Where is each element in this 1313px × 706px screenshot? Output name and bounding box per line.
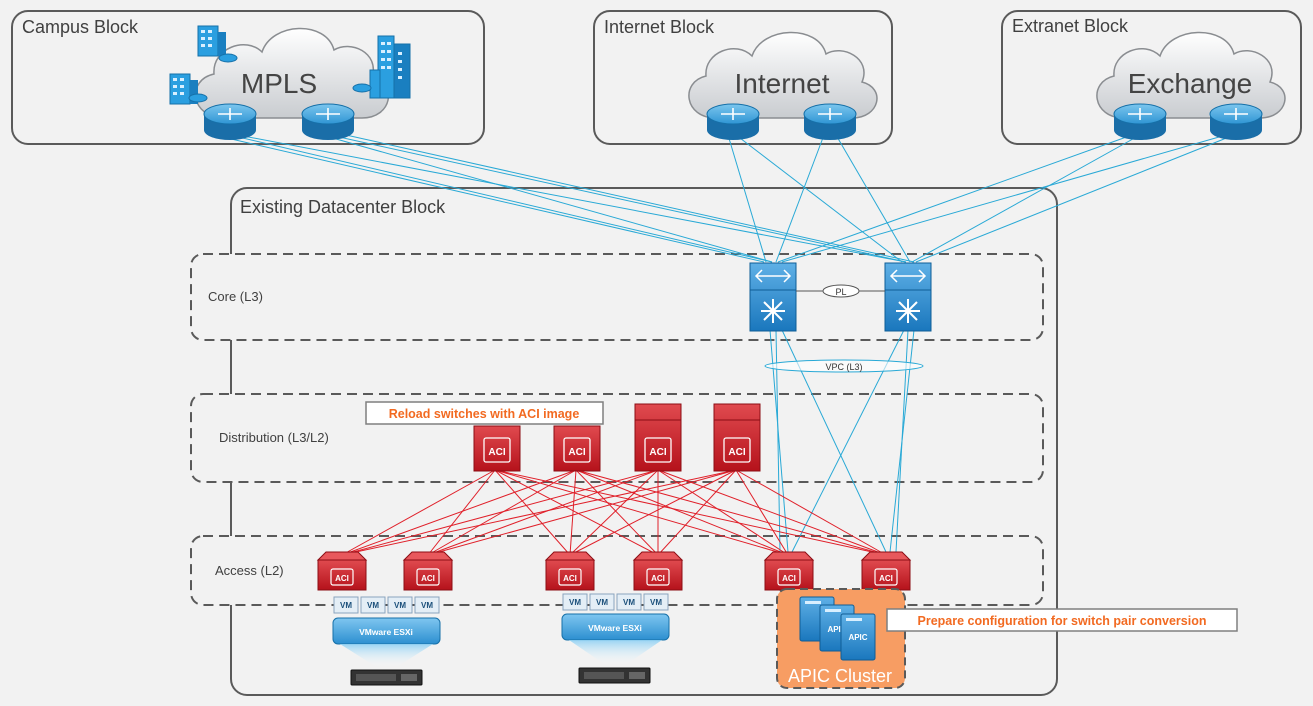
aci-switch-icon: ACI xyxy=(634,403,682,472)
svg-text:ACI: ACI xyxy=(782,574,796,583)
extranet-block-title: Extranet Block xyxy=(1012,16,1129,36)
esxi-label: VMware ESXi xyxy=(359,627,413,637)
svg-text:ACI: ACI xyxy=(649,447,666,458)
esxi-label: VMware ESXi xyxy=(588,623,642,633)
internet-block-title: Internet Block xyxy=(604,17,715,37)
core-switch-icon xyxy=(749,262,797,332)
building-icon xyxy=(169,73,208,105)
router-icon xyxy=(301,103,355,140)
vm-chips: VM VM VM VM xyxy=(333,596,440,614)
aci-switch-icon: ACI xyxy=(473,425,521,472)
esxi-host: VM VM VM VM VMware ESXi xyxy=(561,593,670,684)
vm-label: VM xyxy=(394,601,406,610)
aci-switch-icon: ACI xyxy=(632,551,684,591)
distribution-layer-label: Distribution (L3/L2) xyxy=(219,430,329,445)
peer-link: PL xyxy=(796,284,885,298)
datacenter-block-title: Existing Datacenter Block xyxy=(240,197,446,217)
apic-cluster-title: APIC Cluster xyxy=(788,666,892,686)
server-icon xyxy=(350,669,423,686)
svg-text:ACI: ACI xyxy=(879,574,893,583)
vm-label: VM xyxy=(340,601,352,610)
svg-text:ACI: ACI xyxy=(651,574,665,583)
prepare-callout: Prepare configuration for switch pair co… xyxy=(886,608,1238,632)
svg-text:ACI: ACI xyxy=(335,574,349,583)
exchange-cloud: Exchange xyxy=(1096,31,1286,119)
distribution-layer: Distribution (L3/L2) xyxy=(190,393,1044,483)
distribution-access-links xyxy=(341,469,887,556)
svg-text:APIC: APIC xyxy=(848,633,867,642)
aci-switch-icon: ACI xyxy=(316,551,368,591)
wan-links xyxy=(213,134,1235,263)
svg-text:ACI: ACI xyxy=(421,574,435,583)
aci-switch-icon: ACI xyxy=(763,551,815,591)
reload-callout: Reload switches with ACI image xyxy=(365,401,604,425)
server-icon xyxy=(578,667,651,684)
svg-text:ACI: ACI xyxy=(568,447,585,458)
router-icon xyxy=(706,103,760,140)
vm-label: VM xyxy=(596,598,608,607)
core-layer-label: Core (L3) xyxy=(208,289,263,304)
vpc-label: VPC (L3) xyxy=(825,362,862,372)
apic-cluster: APIC APIC APIC Cluster xyxy=(776,588,906,689)
prepare-callout-text: Prepare configuration for switch pair co… xyxy=(918,614,1207,628)
aci-switch-icon: ACI xyxy=(553,425,601,472)
svg-text:ACI: ACI xyxy=(728,447,745,458)
vm-label: VM xyxy=(623,598,635,607)
aci-switch-icon: ACI xyxy=(713,403,761,472)
svg-text:APIC: APIC xyxy=(827,625,846,634)
internet-cloud: Internet xyxy=(688,31,878,119)
mpls-label: MPLS xyxy=(241,68,317,99)
vm-label: VM xyxy=(650,598,662,607)
router-icon xyxy=(203,103,257,140)
router-icon xyxy=(803,103,857,140)
vm-label: VM xyxy=(421,601,433,610)
vm-chips: VM VM VM VM xyxy=(562,593,669,611)
access-layer-label: Access (L2) xyxy=(215,563,284,578)
svg-text:ACI: ACI xyxy=(563,574,577,583)
router-icon xyxy=(1113,103,1167,140)
aci-switch-icon: ACI xyxy=(402,551,454,591)
router-icon xyxy=(1209,103,1263,140)
svg-text:ACI: ACI xyxy=(488,447,505,458)
esxi-host: VM VM VM VM VMware ESXi xyxy=(332,596,441,686)
building-icon xyxy=(197,25,238,63)
vpc-link: VPC (L3) xyxy=(764,359,924,373)
core-switch-icon xyxy=(884,262,932,332)
core-layer: Core (L3) xyxy=(190,253,1044,341)
aci-switch-icon: ACI xyxy=(860,551,912,591)
vm-label: VM xyxy=(367,601,379,610)
building-icon xyxy=(352,35,411,99)
reload-callout-text: Reload switches with ACI image xyxy=(389,407,580,421)
apic-server-icon: APIC xyxy=(840,613,876,661)
exchange-label: Exchange xyxy=(1128,68,1253,99)
vm-label: VM xyxy=(569,598,581,607)
campus-block-title: Campus Block xyxy=(22,17,139,37)
peer-link-label: PL xyxy=(835,287,846,297)
internet-label: Internet xyxy=(735,68,830,99)
aci-switch-icon: ACI xyxy=(544,551,596,591)
